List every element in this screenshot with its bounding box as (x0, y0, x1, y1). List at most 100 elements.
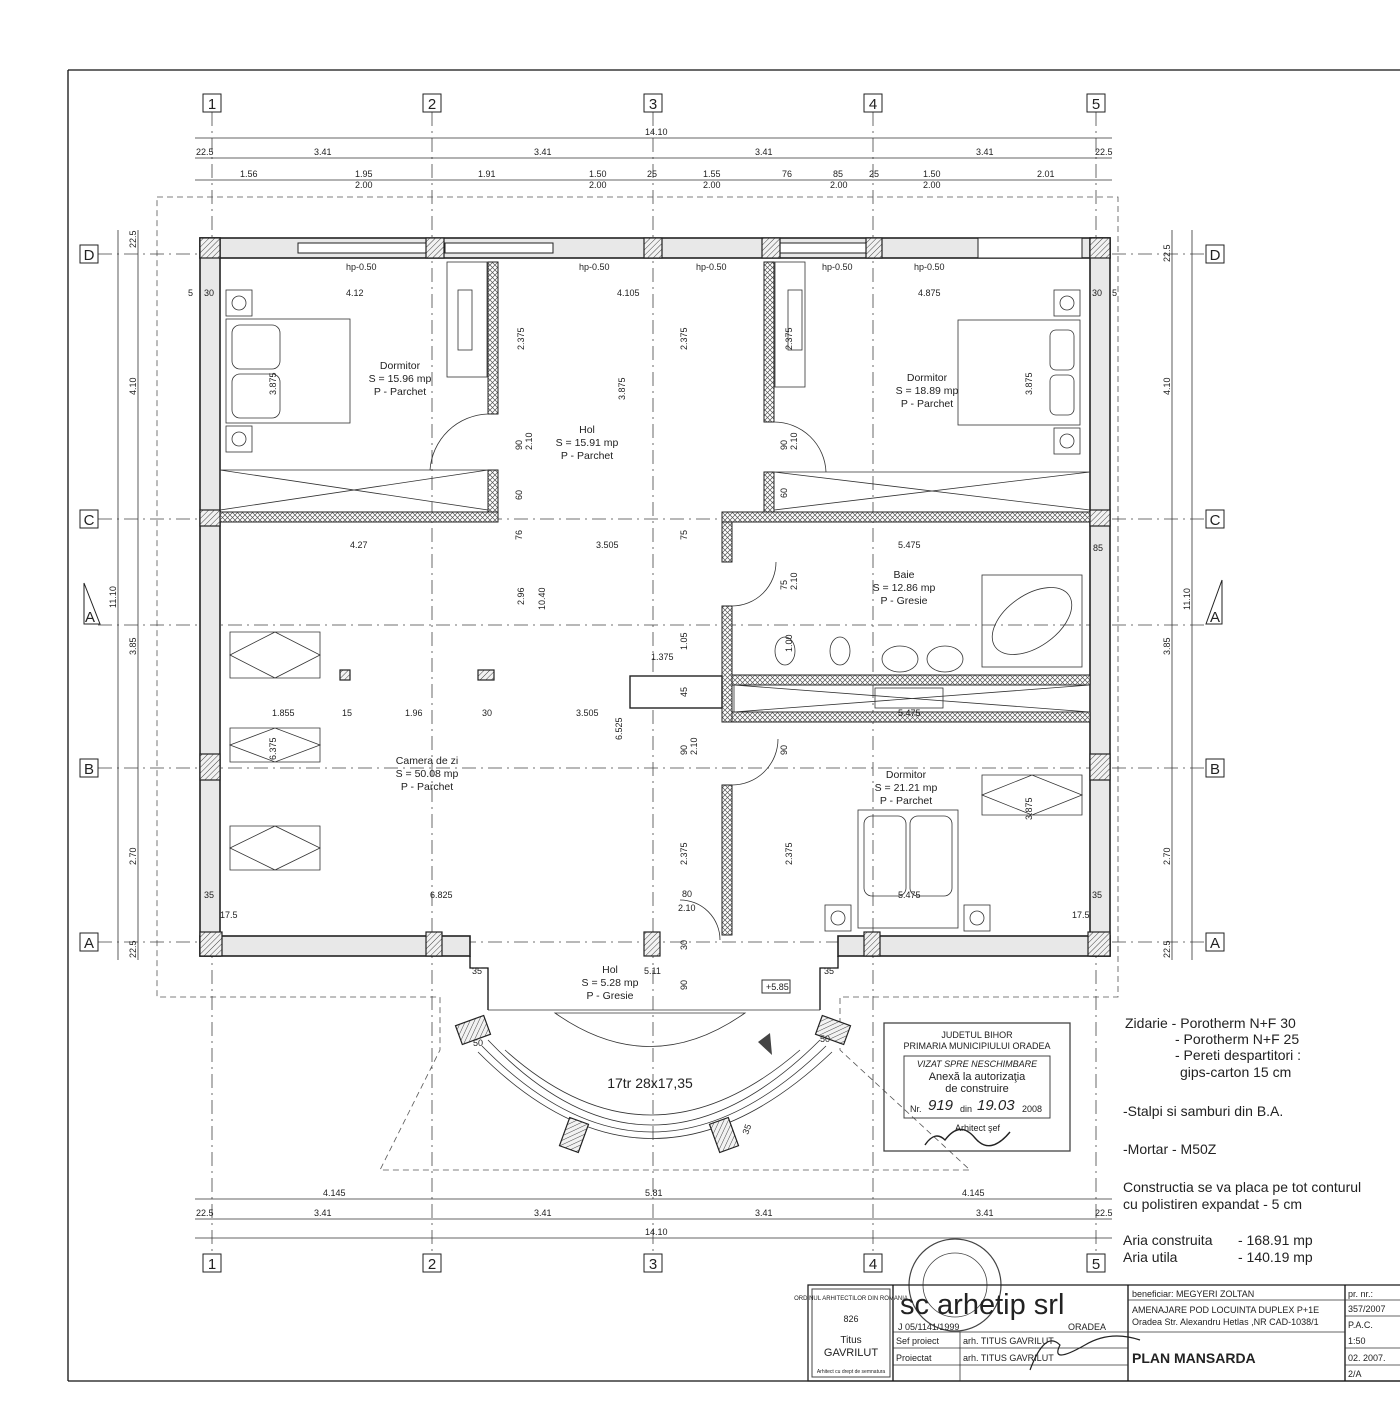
dimension-label: Arhitect şef (955, 1123, 1001, 1133)
dimension-label: 22.5 (1162, 244, 1172, 262)
dimension-label: 5.475 (898, 540, 921, 550)
dimension-label: C (84, 512, 95, 529)
grid-column-4-bottom: 4 (863, 1253, 883, 1273)
dimension-label: 2/A (1348, 1369, 1362, 1379)
dimension-label: cu polistiren expandat - 5 cm (1123, 1196, 1302, 1212)
dimension-label: 17.5 (1072, 910, 1090, 920)
dimension-label: 30 (482, 708, 492, 718)
construction-notes: Zidarie - Porotherm N+F 30 - Porotherm N… (1123, 1015, 1361, 1265)
dimension-label: Anexă la autorizaţia (929, 1071, 1026, 1083)
dimension-label: 90 (679, 980, 689, 990)
dimension-label: Aria construita (1123, 1232, 1213, 1248)
dimension-label: 80 (682, 889, 692, 899)
dimension-label: 2.00 (355, 180, 373, 190)
grid-column-2-bottom: 2 (422, 1253, 442, 1273)
walls (199, 237, 1111, 957)
dimension-label: Proiectat (896, 1353, 932, 1363)
dimension-label: 02. 2007. (1348, 1353, 1386, 1363)
dimension-label: 1.05 (679, 632, 689, 650)
dimension-label: 5.11 (644, 966, 661, 976)
grid-column-5-bottom: 5 (1086, 1253, 1106, 1273)
dimension-label: PRIMARIA MUNICIPIULUI ORADEA (903, 1041, 1050, 1051)
dimension-label: P - Gresie (880, 595, 927, 607)
dimension-label: S = 50.08 mp (396, 768, 459, 780)
dimension-label: 90 (779, 745, 789, 755)
dimension-label: 19.03 (977, 1097, 1015, 1114)
dimension-label: 4.105 (617, 288, 640, 298)
inner-dimensions: hp-0.50 hp-0.50 hp-0.50 hp-0.50 hp-0.50 … (188, 262, 1117, 976)
dimension-label: 3.505 (596, 540, 619, 550)
dimension-label: C (1210, 512, 1221, 529)
room-camera-de-zi: Camera de ziS = 50.08 mpP - Parchet (396, 755, 459, 793)
title-block: ORDINUL ARHITECTILOR DIN ROMANIA 826 Tit… (794, 1284, 1400, 1382)
dimension-label: 3.41 (534, 147, 552, 157)
dimension-label: 3.875 (617, 377, 627, 400)
dimension-label: 919 (928, 1097, 954, 1114)
dimension-label: Aria utila (1123, 1249, 1178, 1265)
company-name: sc arhetip srl (900, 1289, 1064, 1321)
dimension-label: A (1210, 935, 1220, 952)
dimension-label: 5 (188, 288, 193, 298)
dimension-label: Dormitor (380, 360, 421, 372)
dimension-label: P - Parchet (880, 795, 932, 807)
dimension-label: 1.95 (355, 169, 373, 179)
dimension-label: S = 18.89 mp (896, 385, 959, 397)
dimension-label: - 168.91 mp (1238, 1232, 1313, 1248)
dimension-label: hp-0.50 (579, 262, 610, 272)
dimension-label: hp-0.50 (914, 262, 945, 272)
section-marker-right: A (1205, 579, 1223, 626)
grid-labels: 1 2 3 4 5 1 2 3 4 5 D C B A D C B A A A (79, 93, 1225, 1273)
grid-row-d-right: D (1205, 244, 1225, 264)
dimension-label: S = 15.96 mp (369, 373, 432, 385)
dimension-label: 30 (679, 940, 689, 950)
dimension-label: 11.10 (108, 586, 118, 608)
dimension-label: 76 (782, 169, 792, 179)
dimension-label: 3.875 (268, 372, 278, 395)
section-marker-left: A (83, 582, 101, 626)
dimension-label: A (85, 609, 95, 626)
dimension-label: ORDINUL ARHITECTILOR DIN ROMANIA (794, 1296, 908, 1302)
dimension-label: 4.875 (918, 288, 941, 298)
dimension-label: 2.70 (128, 847, 138, 865)
dimension-label: 4.145 (323, 1188, 346, 1198)
dimension-label: -Stalpi si samburi din B.A. (1123, 1103, 1283, 1119)
dimension-label: 90 (679, 745, 689, 755)
dimension-label: Dormitor (886, 769, 927, 781)
dimension-label: 2 (428, 1256, 436, 1273)
dimension-label: 4.10 (1162, 377, 1172, 395)
dimension-label: hp-0.50 (822, 262, 853, 272)
dimension-label: 2.00 (923, 180, 941, 190)
dimension-label: 90 (779, 440, 789, 450)
dimension-label: 2.10 (789, 572, 799, 590)
dimension-label: 1:50 (1348, 1336, 1366, 1346)
dimension-label: 1.50 (589, 169, 607, 179)
dimension-label: 75 (779, 580, 789, 590)
grid-row-b-left: B (79, 758, 99, 778)
furniture (219, 261, 1091, 941)
dimension-label: 76 (514, 530, 524, 540)
dimension-label: de construire (945, 1083, 1009, 1095)
dimension-label: 2.00 (589, 180, 607, 190)
dimension-label: 3.875 (1024, 797, 1034, 820)
dimension-label: 3.85 (1162, 637, 1172, 655)
dimension-label: Baie (893, 569, 914, 581)
dimension-label: 22.5 (196, 1208, 214, 1218)
dimension-label: 14.10 (645, 1227, 668, 1237)
stair (454, 956, 852, 1154)
dimension-label: 5.81 (645, 1188, 663, 1198)
dimension-label: 2 (428, 96, 436, 113)
dimension-label: 2.10 (678, 903, 696, 913)
dimension-label: 35 (1092, 890, 1102, 900)
stair-dim: 50 (473, 1038, 483, 1048)
dimension-label: 3.41 (976, 1208, 994, 1218)
dimension-label: 22.5 (128, 230, 138, 248)
dimension-label: 2.96 (516, 587, 526, 605)
dimension-label: 25 (869, 169, 879, 179)
dimension-label: 45 (679, 687, 689, 697)
dimension-label: din (960, 1104, 972, 1114)
